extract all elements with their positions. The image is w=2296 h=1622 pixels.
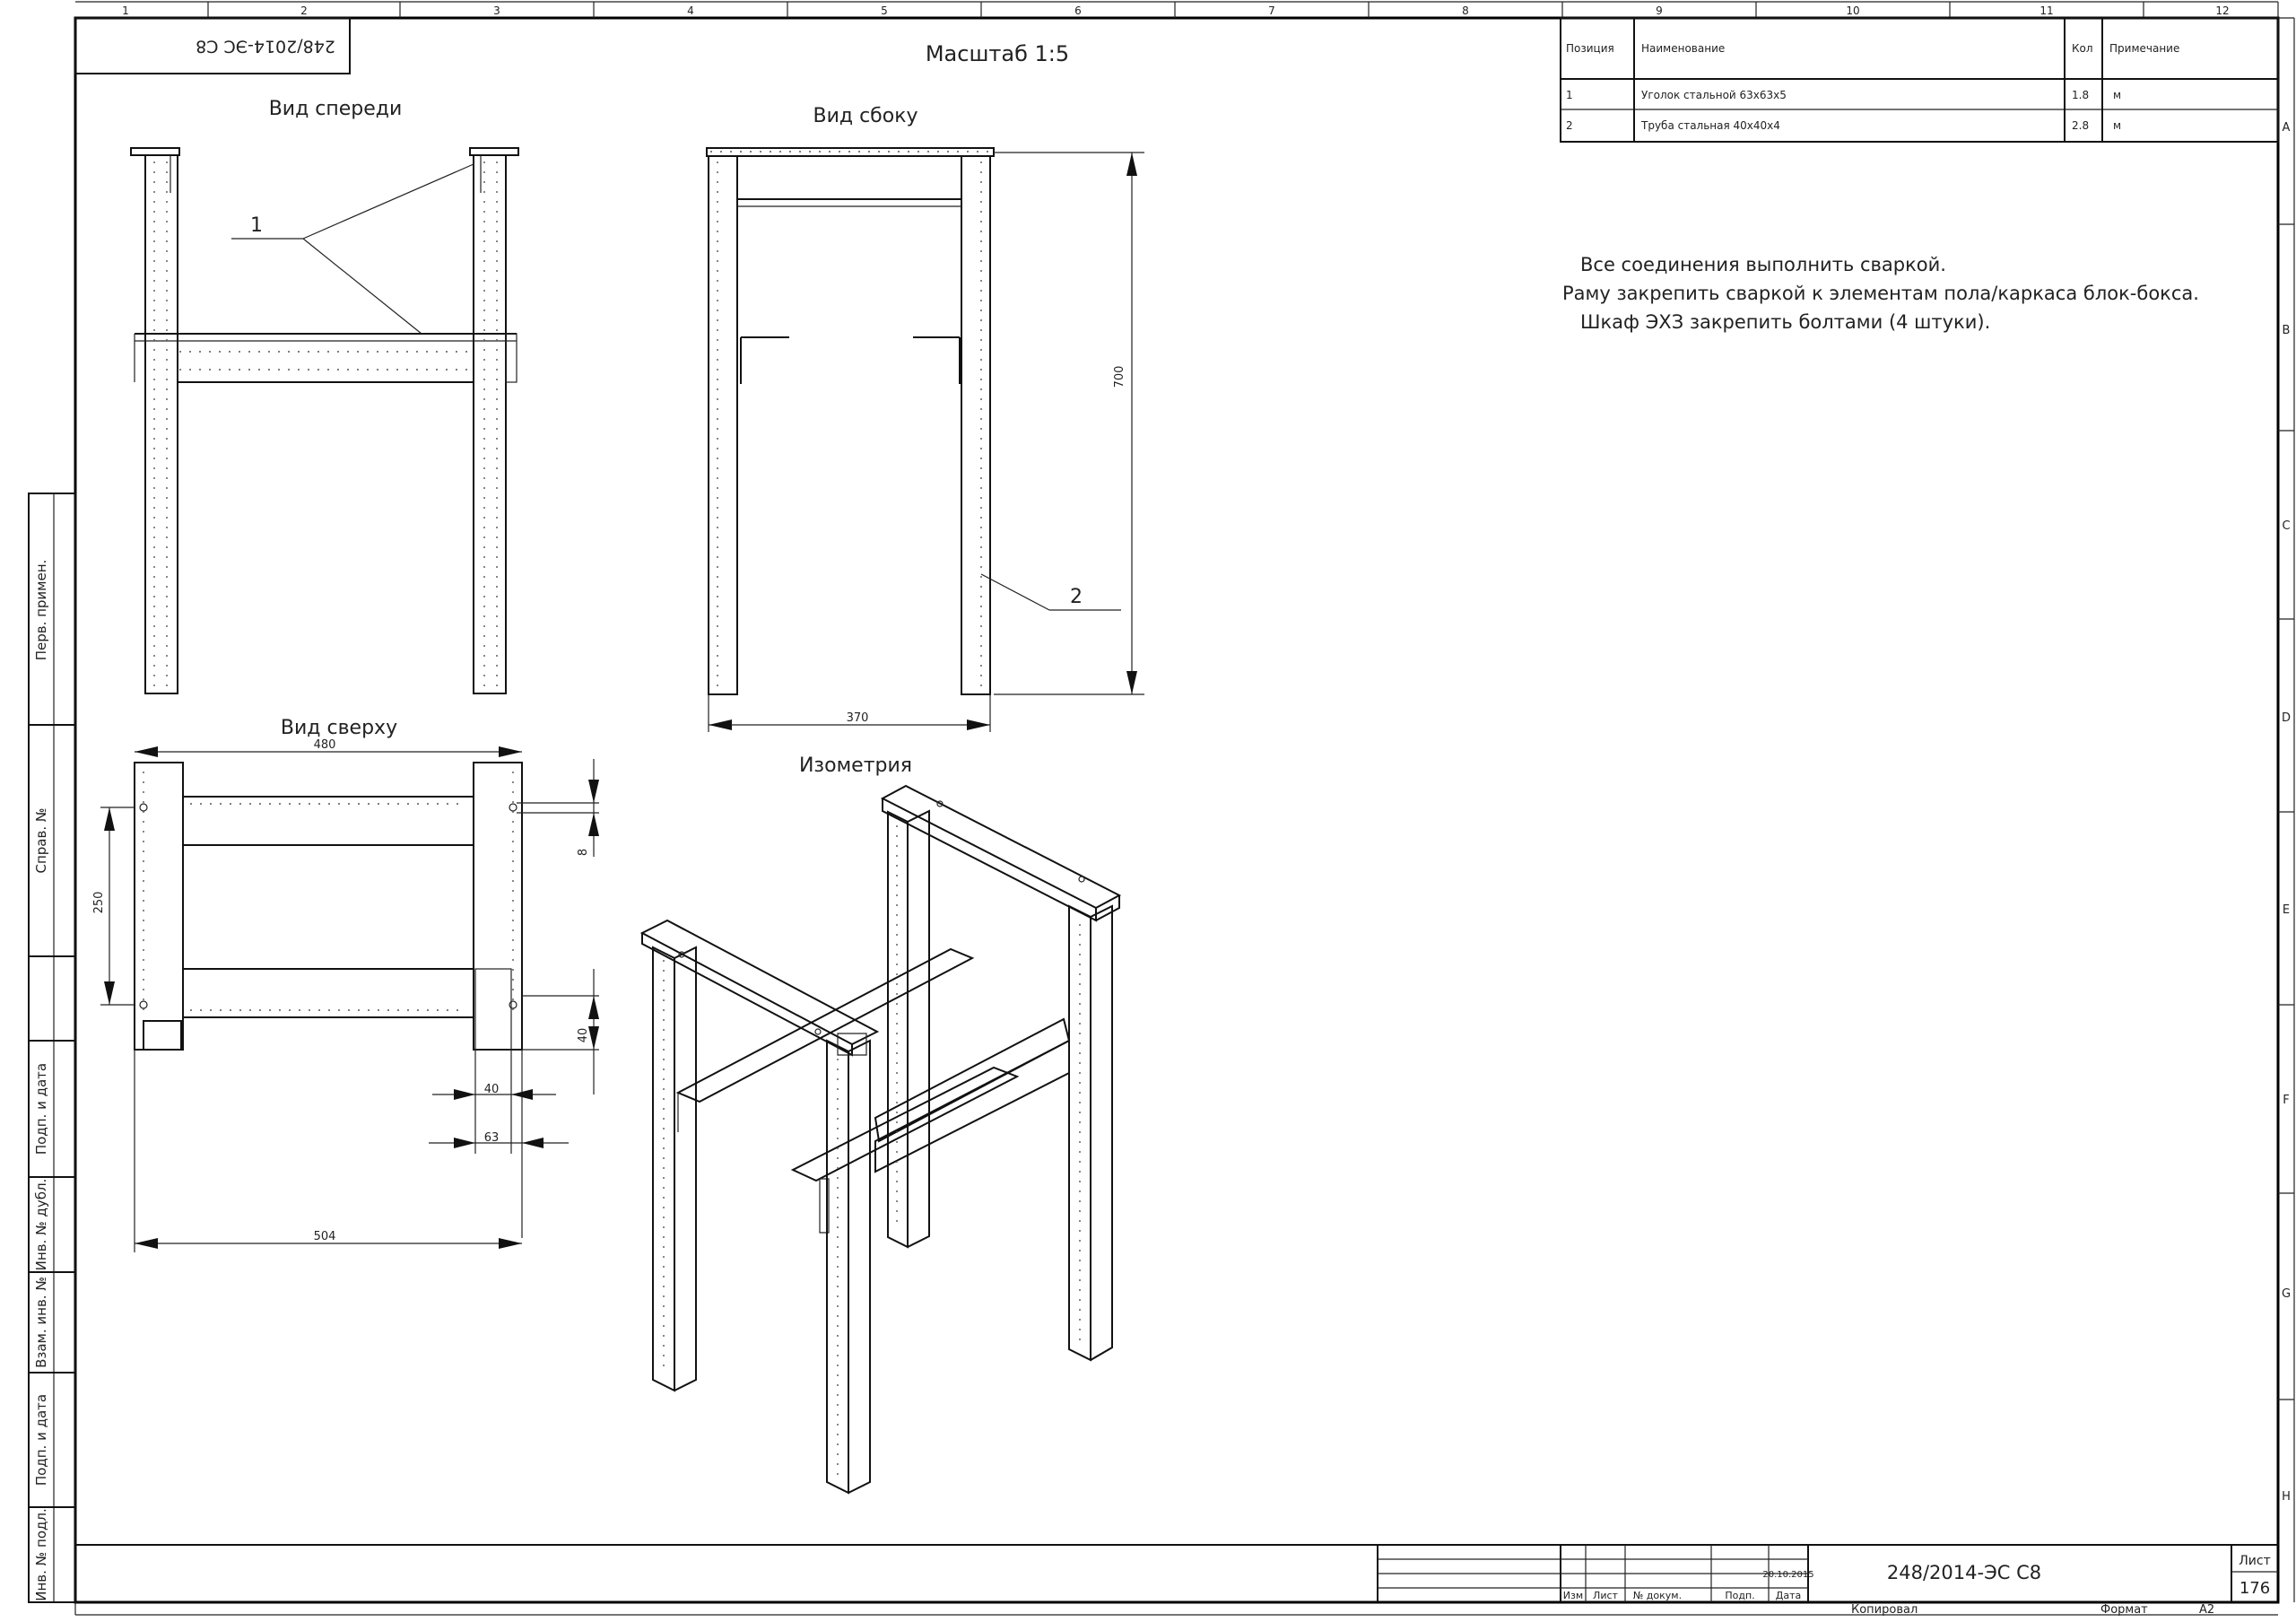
dim-250: 250 xyxy=(92,892,106,914)
spec-row-1-position: 1 xyxy=(1566,89,1573,101)
side-stamp-label: Справ. № xyxy=(33,808,49,874)
spec-header-name: Наименование xyxy=(1641,42,1725,55)
top-view xyxy=(134,762,523,1051)
format-label: Формат xyxy=(2100,1603,2148,1617)
dim-40-vertical: 40 xyxy=(577,1028,590,1043)
dim-370: 370 xyxy=(847,711,869,725)
iso-view xyxy=(639,784,1122,1495)
column-label: 8 xyxy=(1462,4,1469,17)
spec-row-1-name: Уголок стальной 63х63х5 xyxy=(1641,89,1787,101)
row-label: H xyxy=(2282,1490,2291,1504)
document-designation: 248/2014-ЭС С8 xyxy=(1887,1562,2041,1583)
top-dims: 480 250 8 40 40 63 504 xyxy=(92,738,599,1252)
dim-40-horizontal: 40 xyxy=(484,1083,500,1096)
note-line: Шкаф ЭХЗ закрепить болтами (4 штуки). xyxy=(1580,311,1990,333)
column-label: 12 xyxy=(2215,4,2229,17)
side-view-title: Вид сбоку xyxy=(813,105,918,127)
row-label: C xyxy=(2282,519,2290,533)
spec-row-2-qty: 2.8 xyxy=(2072,119,2089,132)
title-col-izm: Изм xyxy=(1563,1590,1583,1601)
column-label: 7 xyxy=(1268,4,1275,17)
row-label: A xyxy=(2283,121,2291,135)
title-col-list: Лист xyxy=(1593,1590,1618,1601)
top-view-title: Вид сверху xyxy=(281,717,397,739)
scale-label: Масштаб 1:5 xyxy=(926,41,1069,66)
column-labels: 1 2 3 4 5 6 7 8 9 10 11 12 xyxy=(122,4,2229,17)
corner-stamp-text: 248/2014-ЭС С8 xyxy=(196,37,335,57)
dim-63: 63 xyxy=(484,1131,500,1145)
side-stamp-label: Перв. примен. xyxy=(33,560,49,661)
spec-header-qty: Кол xyxy=(2072,42,2093,55)
title-block xyxy=(75,1544,2278,1602)
side-dim-width: 370 xyxy=(708,694,991,732)
format-value: А2 xyxy=(2199,1603,2214,1617)
sheet-frame xyxy=(74,1,2295,1616)
title-col-date: Дата xyxy=(1776,1590,1801,1601)
side-stamp-labels: Перв. примен. Справ. № Подп. и дата Инв.… xyxy=(33,560,49,1601)
side-stamp-column xyxy=(28,493,76,1603)
front-view-title: Вид спереди xyxy=(269,98,403,120)
side-stamp-label: Подп. и дата xyxy=(33,1394,49,1486)
note-line: Все соединения выполнить сваркой. xyxy=(1580,254,1946,275)
front-view xyxy=(130,147,519,694)
spec-row-1-qty: 1.8 xyxy=(2072,89,2089,101)
title-block-text: 20.10.2015 Изм Лист № докум. Подп. Дата … xyxy=(1563,1554,2271,1617)
dim-480: 480 xyxy=(314,738,336,752)
column-label: 3 xyxy=(493,4,500,17)
row-labels: A B C D E F G H xyxy=(2282,121,2291,1504)
column-label: 9 xyxy=(1656,4,1663,17)
spec-row-1-note: м xyxy=(2113,89,2121,101)
dim-700: 700 xyxy=(1113,366,1126,388)
column-label: 2 xyxy=(300,4,308,17)
dim-8: 8 xyxy=(577,849,590,856)
spec-row-2-note: м xyxy=(2113,119,2121,132)
column-label: 11 xyxy=(2039,4,2053,17)
row-label: D xyxy=(2282,711,2291,725)
spec-header-position: Позиция xyxy=(1566,42,1614,55)
revision-date: 20.10.2015 xyxy=(1762,1570,1813,1580)
sheet-number: 176 xyxy=(2239,1579,2270,1598)
side-dim-height: 700 xyxy=(994,152,1144,695)
row-label: G xyxy=(2282,1287,2291,1301)
row-label: E xyxy=(2283,903,2290,917)
side-stamp-label: Инв. № дубл. xyxy=(33,1179,49,1271)
row-label: F xyxy=(2283,1094,2289,1107)
spec-table-text: Позиция Наименование Кол Примечание 1 Уг… xyxy=(1566,42,2179,132)
copied-label: Копировал xyxy=(1851,1603,1918,1617)
row-label: B xyxy=(2283,324,2291,337)
corner-stamp: 248/2014-ЭС С8 xyxy=(74,17,351,74)
spec-header-note: Примечание xyxy=(2109,42,2179,55)
column-label: 10 xyxy=(1846,4,1859,17)
spec-table xyxy=(1560,17,2279,143)
side-stamp-label: Взам. инв. № xyxy=(33,1277,49,1368)
column-label: 5 xyxy=(881,4,888,17)
callout-1-number: 1 xyxy=(250,214,263,237)
note-line: Раму закрепить сваркой к элементам пола/… xyxy=(1562,283,2199,304)
iso-view-title: Изометрия xyxy=(799,754,912,777)
spec-row-2-name: Труба стальная 40х40х4 xyxy=(1640,119,1780,132)
column-label: 4 xyxy=(687,4,694,17)
general-notes: Все соединения выполнить сваркой. Раму з… xyxy=(1562,254,2199,333)
callout-1: 1 xyxy=(231,163,474,335)
title-col-sign: Подп. xyxy=(1725,1590,1754,1601)
side-stamp-label: Подп. и дата xyxy=(33,1063,49,1155)
side-view xyxy=(706,147,995,695)
callout-2-number: 2 xyxy=(1070,586,1083,608)
column-label: 6 xyxy=(1074,4,1082,17)
spec-row-2-position: 2 xyxy=(1566,119,1573,132)
sheet-label: Лист xyxy=(2239,1554,2270,1568)
dim-504: 504 xyxy=(314,1230,336,1243)
column-label: 1 xyxy=(122,4,129,17)
side-stamp-label: Инв. № подл. xyxy=(33,1508,49,1600)
title-col-doc: № докум. xyxy=(1633,1590,1682,1601)
callout-2: 2 xyxy=(980,573,1121,611)
